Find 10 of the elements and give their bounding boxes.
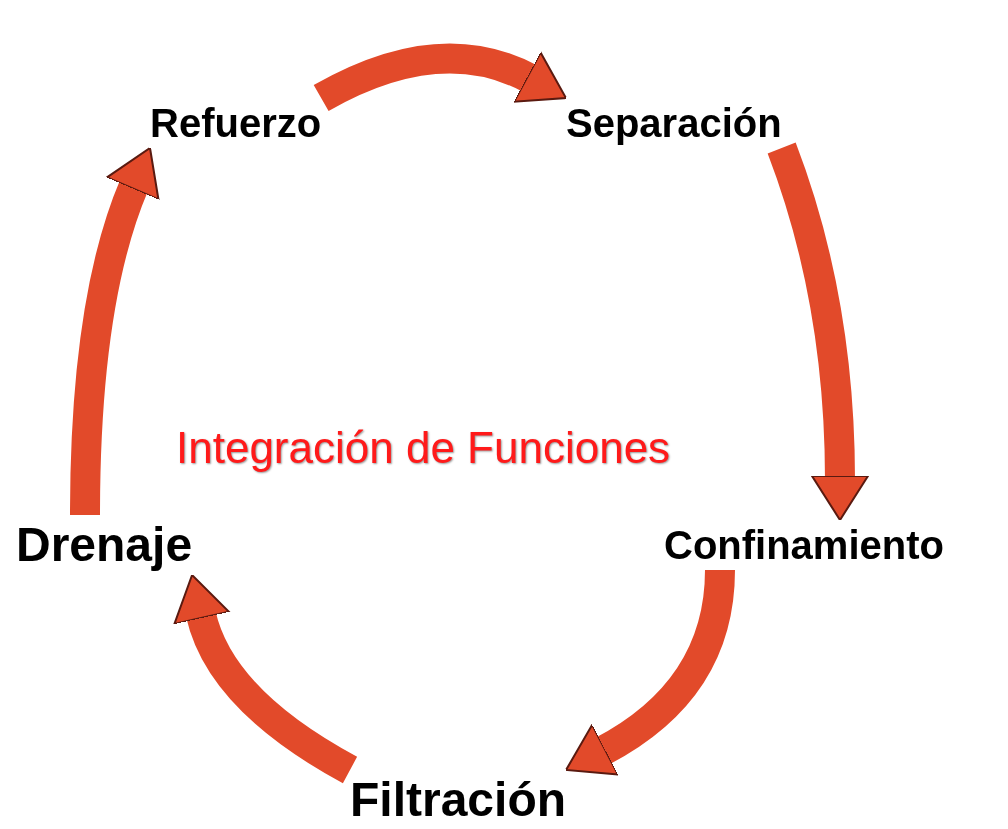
center-title: Integración de Funciones	[176, 422, 671, 474]
arrow	[767, 142, 869, 521]
step-label: Drenaje	[16, 518, 193, 571]
arrow	[173, 574, 358, 784]
step-label: Refuerzo	[150, 101, 322, 145]
step-label: Confinamiento	[664, 523, 944, 567]
step-label: Filtración	[350, 773, 567, 826]
arrow	[314, 43, 568, 112]
step-label: Separación	[566, 101, 782, 145]
arrow	[70, 146, 160, 516]
